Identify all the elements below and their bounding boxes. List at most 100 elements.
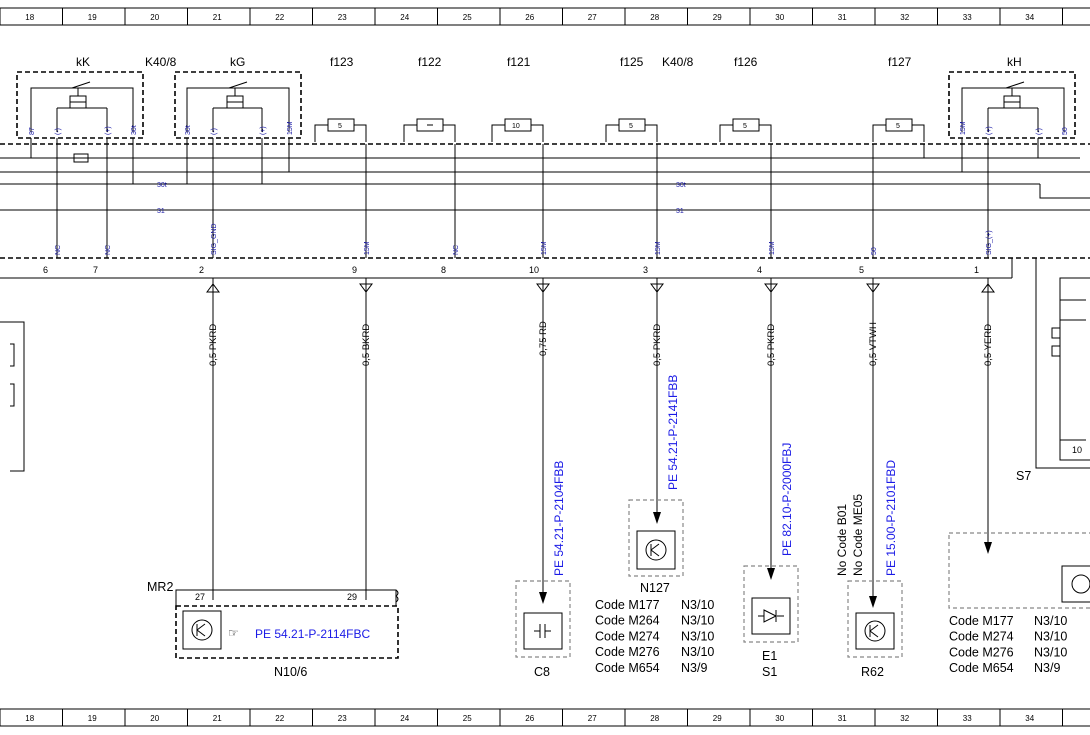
- component-n127: N127: [628, 499, 684, 595]
- c8-label: C8: [534, 665, 550, 679]
- connector-signal-label: NC: [55, 245, 62, 255]
- grid-column-label: 21: [213, 13, 222, 22]
- link-r62-ref[interactable]: PE 15.00-P-2101FBD: [884, 460, 898, 576]
- connector-pin-number: 8: [441, 265, 446, 275]
- connector-signal-label: 50: [871, 247, 878, 255]
- kh-pin-50: 50: [1062, 127, 1069, 135]
- wire-label-pin1: 0,5 YERD: [983, 324, 994, 366]
- connector-pin-number: 10: [529, 265, 539, 275]
- code-value: N3/9: [681, 661, 707, 675]
- connector-pin-number: 1: [974, 265, 979, 275]
- grid-column-label: 23: [338, 714, 347, 723]
- component-s7: 10 S7: [1016, 258, 1090, 483]
- fuse-f123-rating: 5: [338, 123, 342, 130]
- fuse-f126-label: f126: [734, 55, 758, 69]
- connector-signal-label: 15M: [541, 241, 548, 255]
- fuses: 5 10 5 5 5: [314, 118, 925, 142]
- fuse-f123-label: f123: [330, 55, 354, 69]
- n10-label: N10/6: [274, 665, 307, 679]
- grid-column-label: 32: [900, 13, 909, 22]
- kg-pin-plus: (+): [260, 126, 267, 135]
- connector-pin-number: 5: [859, 265, 864, 275]
- component-c8: C8: [515, 580, 571, 679]
- link-n127-ref[interactable]: PE 54.21-P-2141FBB: [666, 375, 680, 490]
- grid-column-label: 32: [900, 714, 909, 723]
- connector-signal-label: 15M: [655, 241, 662, 255]
- harness-wires: [206, 278, 995, 608]
- grid-column-label: 20: [150, 714, 159, 723]
- code-entry: Code M276: [595, 645, 660, 659]
- code-entry: Code M274: [595, 629, 660, 643]
- grid-column-label: 30: [775, 714, 784, 723]
- connector-pin-number: 3: [643, 265, 648, 275]
- k40-8-label-right: K40/8: [662, 55, 694, 69]
- component-r62: R62: [847, 580, 903, 679]
- grid-column-label: 24: [400, 13, 409, 22]
- fuse-f121-label: f121: [507, 55, 531, 69]
- grid-column-label: 28: [650, 13, 659, 22]
- relay-kh: 15M (+) (-) 50: [948, 71, 1076, 139]
- grid-column-label: 27: [588, 13, 597, 22]
- kg-pin-30t: 30t: [185, 125, 192, 135]
- fuse-f121-rating: 10: [512, 123, 520, 130]
- k40-8-label: K40/8: [145, 55, 177, 69]
- fuse-f121: 10: [491, 118, 544, 142]
- bus-31-right: 31: [676, 208, 684, 215]
- grid-column-label: 29: [713, 13, 722, 22]
- bus-30t-right: 30t: [676, 182, 686, 189]
- grid-column-label: 34: [1025, 13, 1034, 22]
- grid-column-label: 22: [275, 714, 284, 723]
- relay-kk-label: kK: [76, 55, 90, 69]
- fuse-f125-label: f125: [620, 55, 644, 69]
- r62-label: R62: [861, 665, 884, 679]
- fuse-f127: 5: [872, 118, 925, 142]
- connector-signal-label: SIG_(+): [986, 230, 993, 255]
- code-value: N3/10: [681, 629, 714, 643]
- kh-pin-15m: 15M: [960, 121, 967, 135]
- wire-label-pin2: 0,5 PKRD: [208, 324, 219, 366]
- s7-label: S7: [1016, 469, 1031, 483]
- relay-kk: 87 (-) (+) 30t: [16, 71, 144, 139]
- code-entry: Code M276: [949, 645, 1014, 659]
- fuse-f127-rating: 5: [896, 123, 900, 130]
- grid-column-label: 29: [713, 714, 722, 723]
- fuse-f123: 5: [314, 118, 367, 142]
- kk-pin-87: 87: [29, 127, 36, 135]
- code-value: N3/10: [681, 645, 714, 659]
- kh-pin-minus: (-): [1036, 128, 1043, 135]
- connector-pin-number: 2: [199, 265, 204, 275]
- grid-column-label: 22: [275, 13, 284, 22]
- code-value: N3/10: [1034, 614, 1067, 628]
- link-c8-ref[interactable]: PE 54.21-P-2104FBB: [552, 461, 566, 576]
- n127-label: N127: [640, 581, 670, 595]
- link-n10-ref[interactable]: PE 54.21-P-2114FBC: [255, 627, 371, 641]
- connector-signal-label: 15M: [364, 241, 371, 255]
- bus-30t-left: 30t: [157, 182, 167, 189]
- relay-kh-label: kH: [1007, 55, 1022, 69]
- fuse-box-bus: 30t 30t 31 31: [0, 143, 1090, 279]
- grid-column-label: 19: [88, 13, 97, 22]
- grid-column-label: 25: [463, 13, 472, 22]
- s1-label: S1: [762, 665, 777, 679]
- grid-column-label: 18: [25, 714, 34, 723]
- code-entry: Code M274: [949, 630, 1014, 644]
- code-entry: Code M654: [595, 661, 660, 675]
- connector-pin-number: 7: [93, 265, 98, 275]
- relay-kg: 30t (-) (+) 15M: [174, 71, 302, 139]
- wire-labels: 0,5 PKRD 0,5 BKRD 0,75 RD 0,5 PKRD 0,5 P…: [208, 321, 994, 366]
- link-e1-ref[interactable]: PE 82.10-P-2000FBJ: [780, 443, 794, 556]
- component-e1: E1 S1: [743, 565, 799, 679]
- fuse-f122: [403, 118, 456, 142]
- wire-label-pin3: 0,5 PKRD: [652, 324, 663, 366]
- reference-links[interactable]: PE 54.21-P-2104FBB PE 54.21-P-2141FBB PE…: [552, 375, 898, 576]
- grid-column-label: 33: [963, 714, 972, 723]
- grid-column-label: 26: [525, 13, 534, 22]
- grid-column-label: 33: [963, 13, 972, 22]
- code-entry: Code M654: [949, 661, 1014, 675]
- grid-column-label: 19: [88, 714, 97, 723]
- fuse-f126-rating: 5: [743, 123, 747, 130]
- connector-signal-label: NC: [105, 245, 112, 255]
